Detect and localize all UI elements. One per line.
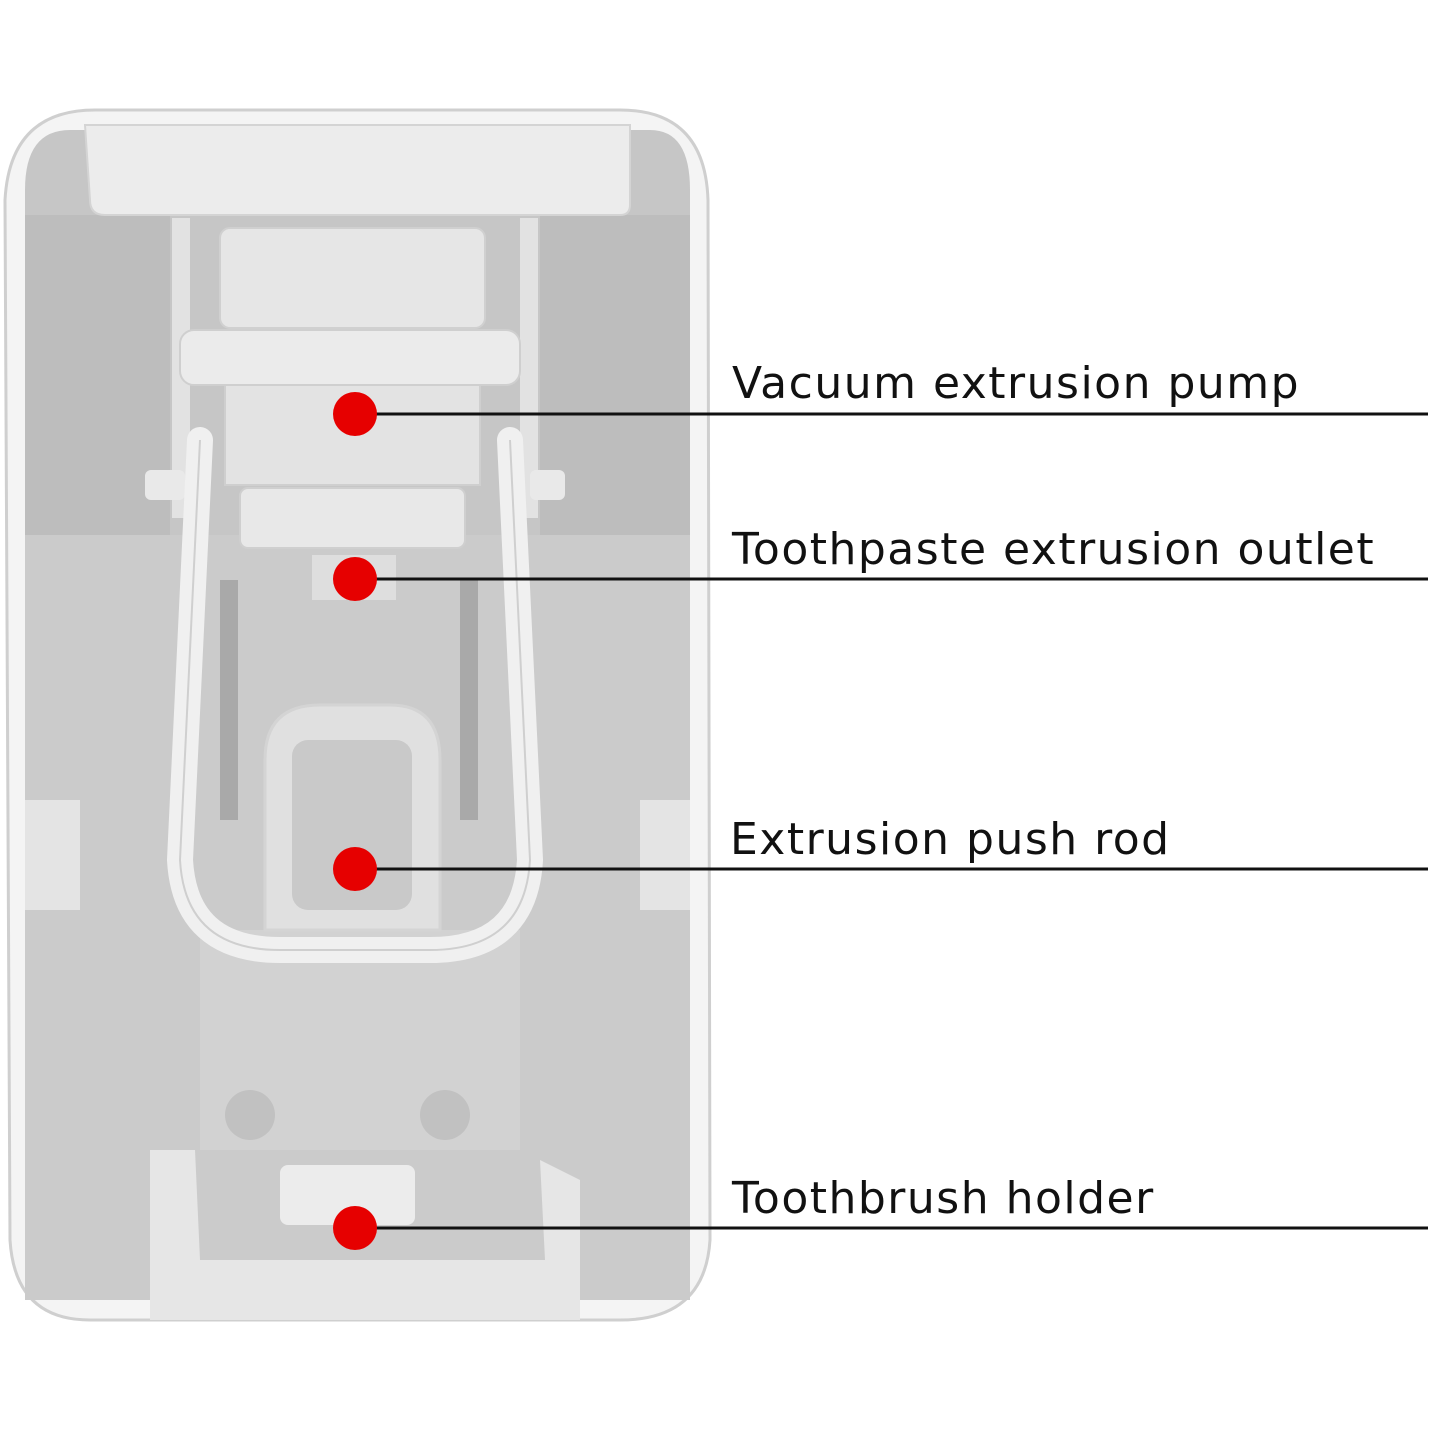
holder-base bbox=[150, 1150, 580, 1320]
holder-slot bbox=[280, 1165, 415, 1225]
rod-marker bbox=[333, 847, 377, 891]
right-slot bbox=[460, 580, 478, 820]
label-extrusion-push-rod: Extrusion push rod bbox=[730, 814, 1171, 865]
pump-frame-right bbox=[520, 218, 538, 518]
pump-cylinder-top bbox=[219, 227, 486, 329]
outlet-marker bbox=[333, 557, 377, 601]
pump-marker bbox=[333, 392, 377, 436]
left-rib bbox=[25, 800, 80, 910]
left-peg bbox=[145, 470, 185, 500]
holder-peg-right bbox=[420, 1090, 470, 1140]
right-peg bbox=[530, 470, 565, 500]
right-rib bbox=[640, 800, 690, 910]
callout-pump bbox=[333, 392, 1428, 436]
holder-marker bbox=[333, 1206, 377, 1250]
label-vacuum-extrusion-pump: Vacuum extrusion pump bbox=[732, 358, 1301, 409]
pump-nozzle-ring bbox=[239, 487, 466, 549]
callout-holder bbox=[333, 1206, 1428, 1250]
holder-peg-left bbox=[225, 1090, 275, 1140]
label-toothpaste-extrusion-outlet: Toothpaste extrusion outlet bbox=[732, 524, 1376, 575]
callout-outlet bbox=[333, 557, 1428, 601]
push-rod-frame-edge bbox=[178, 439, 532, 951]
top-tray bbox=[83, 124, 631, 216]
label-toothbrush-holder: Toothbrush holder bbox=[732, 1173, 1155, 1224]
callout-rod bbox=[333, 847, 1428, 891]
left-slot bbox=[220, 580, 238, 820]
